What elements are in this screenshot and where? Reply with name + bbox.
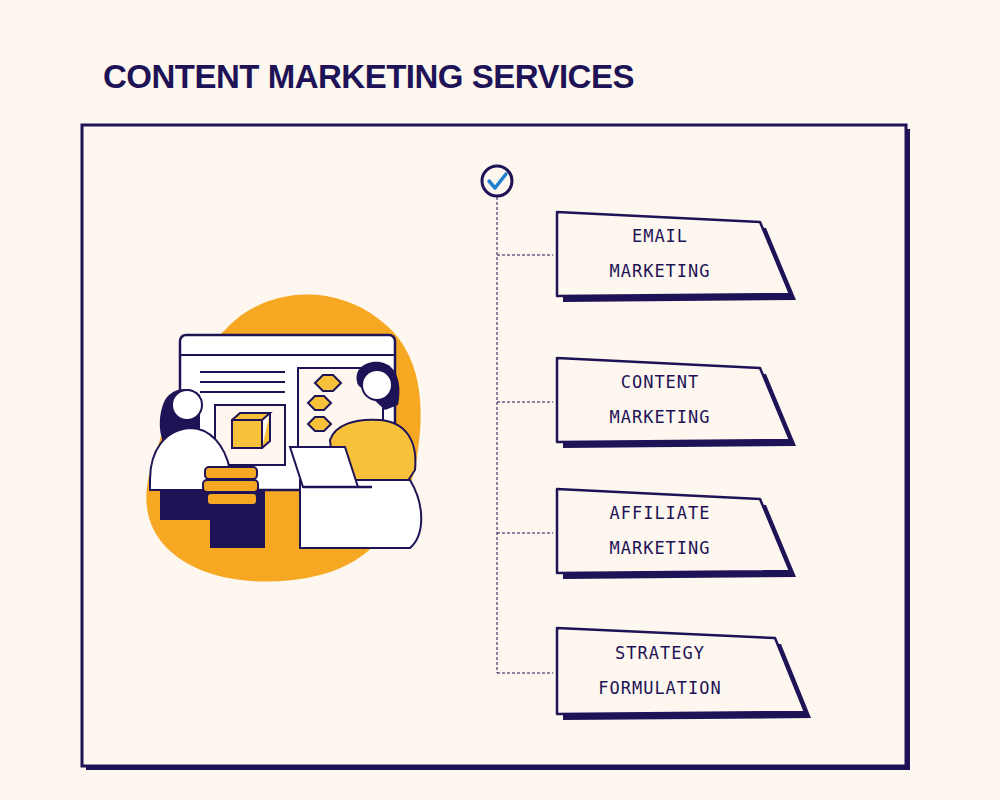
frame [82, 125, 906, 766]
tag-shape [555, 489, 790, 579]
tag-shape [555, 358, 790, 448]
tag-label: CONTENT MARKETING [595, 365, 725, 435]
tag-shape [555, 628, 805, 720]
tag-label: EMAIL MARKETING [595, 219, 725, 289]
tag-box: AFFILIATE MARKETING [555, 489, 790, 579]
tag-shape [555, 212, 790, 302]
tag-outline [557, 489, 790, 573]
tag-outline [557, 358, 790, 442]
tag-box: EMAIL MARKETING [555, 212, 790, 302]
title: CONTENT MARKETING SERVICES [103, 58, 634, 96]
tag-outline [557, 628, 805, 714]
branch-lines [497, 197, 553, 673]
tag-outline [557, 212, 790, 296]
tag-label: AFFILIATE MARKETING [595, 496, 725, 566]
people-illustration [146, 295, 421, 582]
tag-label: STRATEGY FORMULATION [595, 636, 725, 706]
check-mark [489, 174, 506, 188]
check-circle [482, 166, 512, 196]
tag-box: CONTENT MARKETING [555, 358, 790, 448]
tag-box: STRATEGY FORMULATION [555, 628, 805, 720]
